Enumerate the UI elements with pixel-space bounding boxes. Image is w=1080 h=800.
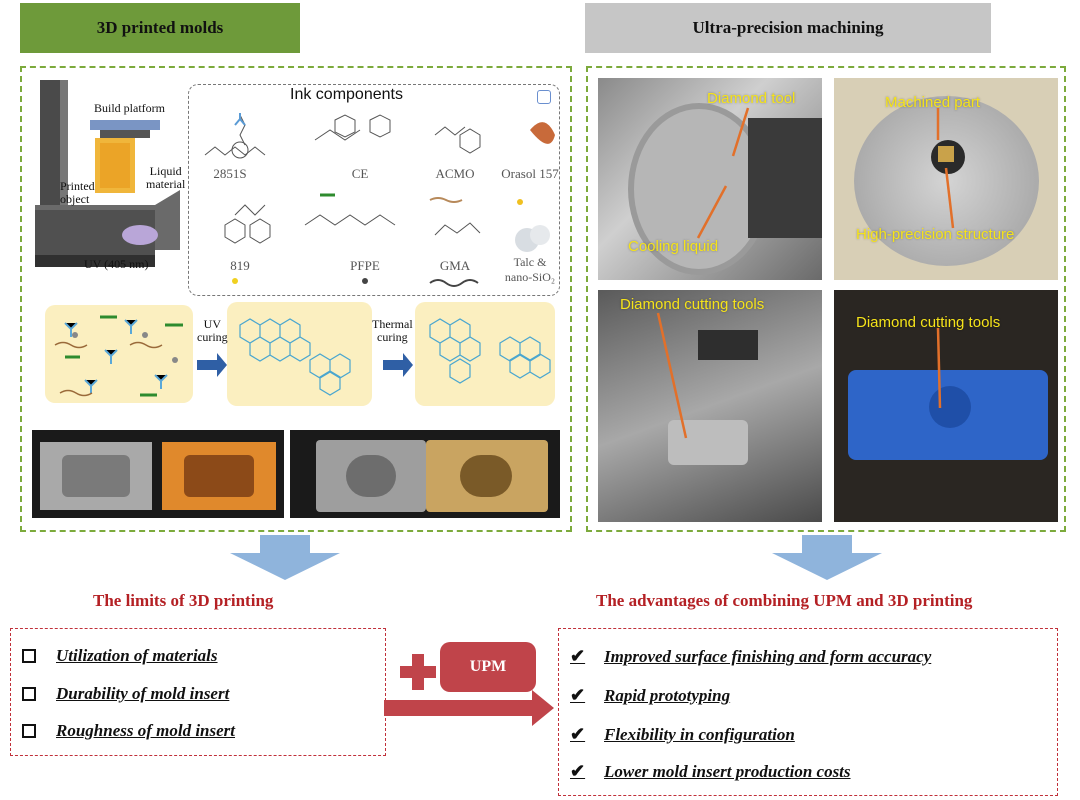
cooling-liquid-label: Cooling liquid: [628, 238, 719, 255]
advantage-item-1: ✔Improved surface finishing and form acc…: [570, 646, 932, 666]
machined-part-photo: [834, 78, 1058, 280]
ink-components-title: Ink components: [290, 86, 403, 103]
thermal-curing-label: Thermal curing: [372, 317, 413, 344]
advantage-item-4: ✔Lower mold insert production costs: [570, 761, 851, 781]
ink-acmo: ACMO: [435, 166, 475, 181]
limits-title: The limits of 3D printing: [93, 591, 274, 610]
pointer-arrows: [656, 107, 955, 439]
printer-illustration: [35, 80, 180, 267]
checkbox-icon: [22, 724, 36, 738]
advantages-box: [558, 628, 1058, 796]
upm-badge: UPM: [440, 642, 536, 692]
checkmark-icon: ✔: [570, 646, 586, 666]
uv-label: UV (405 nm): [84, 257, 149, 271]
ink-pfpe: PFPE: [350, 258, 380, 273]
advantage-item-2: ✔Rapid prototyping: [570, 685, 731, 705]
header-3d-printed-molds: 3D printed molds: [20, 3, 300, 53]
molecule-structures: [204, 113, 555, 287]
down-arrow-left: [230, 535, 340, 580]
mold-photo-2: [290, 430, 560, 518]
limit-item-2: Durability of mold insert: [22, 684, 229, 704]
ink-components-box: [188, 84, 560, 296]
down-arrow-right: [772, 535, 882, 580]
machined-part-label: Machined part: [885, 94, 981, 111]
lathe-photo: [598, 78, 822, 280]
uv-curing-label: UV curing: [197, 317, 228, 344]
cutting-tools-label-1: Diamond cutting tools: [620, 296, 765, 313]
ink-2851s: 2851S: [213, 166, 247, 181]
mixture-panel: [45, 305, 193, 403]
build-platform-label: Build platform: [94, 101, 165, 115]
right-panel: [586, 66, 1066, 532]
liquid-material-label: Liquid material: [146, 164, 186, 191]
advantages-title: The advantages of combining UPM and 3D p…: [596, 591, 973, 610]
mold-photo-1: [32, 430, 284, 518]
header-ultra-precision-machining: Ultra-precision machining: [585, 3, 991, 53]
high-precision-label: High-precision structure: [856, 226, 1015, 243]
printed-object-label: Printed object: [60, 179, 95, 206]
checkmark-icon: ✔: [570, 724, 586, 744]
checkbox-icon: [22, 649, 36, 663]
upm-connector: [384, 654, 554, 726]
advantage-item-3: ✔Flexibility in configuration: [570, 724, 795, 744]
left-panel: [20, 66, 572, 532]
limit-item-3: Roughness of mold insert: [22, 721, 235, 741]
cutting-tool-photo-1: [598, 290, 822, 522]
ink-orasol: Orasol 157: [501, 166, 559, 181]
ink-819: 819: [230, 258, 250, 273]
curing-illustration: [54, 315, 551, 397]
expand-icon: [537, 90, 551, 104]
diamond-tool-label: Diamond tool: [707, 90, 796, 107]
ink-gma: GMA: [439, 258, 471, 273]
limits-box: [10, 628, 386, 756]
ink-talc: Talc & nano-SiO₂: [504, 255, 556, 284]
checkmark-icon: ✔: [570, 685, 586, 705]
checkbox-icon: [22, 687, 36, 701]
cutting-tool-photo-2: [834, 290, 1058, 522]
checkmark-icon: ✔: [570, 761, 586, 781]
cutting-tools-label-2: Diamond cutting tools: [856, 314, 1001, 331]
ink-ce: CE: [351, 166, 369, 181]
limit-item-1: Utilization of materials: [22, 646, 218, 666]
